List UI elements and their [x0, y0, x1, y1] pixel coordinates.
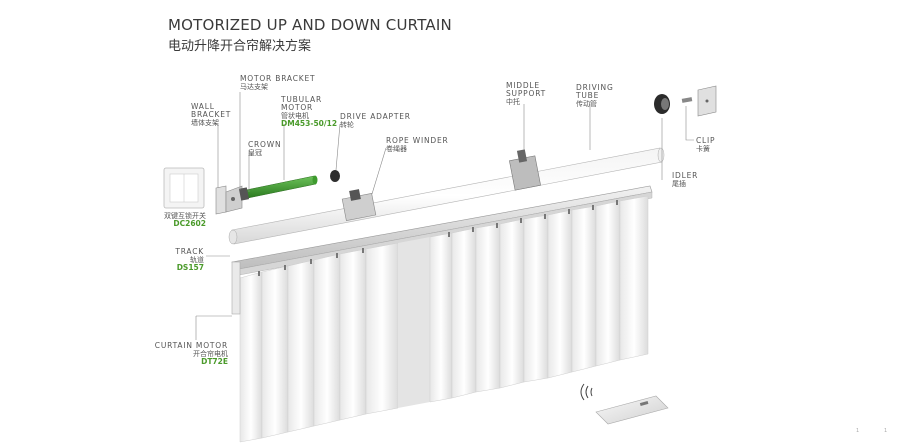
label-idler: IDLER 尾插 [672, 171, 699, 189]
curtain-motor [231, 261, 241, 315]
wall-bracket [215, 185, 243, 215]
end-bracket [697, 85, 717, 117]
title-english: MOTORIZED UP AND DOWN CURTAIN [168, 16, 452, 34]
clip [681, 97, 693, 103]
page-mark-1: 1 [856, 428, 860, 434]
remote-control [580, 383, 669, 425]
curtain-panel [231, 185, 653, 443]
page-mark-2: 1 [884, 428, 888, 434]
label-wall-bracket: WALL BRACKET 墙体支架 [191, 102, 232, 128]
wall-switch [163, 167, 205, 209]
label-curtain-motor: CURTAIN MOTOR 开合帘电机 DT72E [154, 341, 228, 366]
label-drive-adapter: DRIVE ADAPTER 转轮 [340, 112, 411, 130]
label-clip: CLIP 卡簧 [696, 136, 716, 154]
label-tubular-motor: TUBULAR MOTOR 管状电机 DM453-50/12 [281, 95, 338, 128]
curtain-right [429, 195, 649, 403]
label-track: TRACK 轨道 DS157 [175, 247, 204, 272]
title-block: MOTORIZED UP AND DOWN CURTAIN 电动升降开合帘解决方… [168, 16, 452, 54]
label-motor-bracket: MOTOR BRACKET 马达支架 [240, 74, 316, 92]
label-switch: 双键互锁开关 DC2602 [164, 212, 206, 228]
middle-support [509, 149, 541, 191]
label-middle-support: MIDDLE SUPPORT 中托 [506, 81, 547, 107]
idler [654, 94, 670, 114]
drive-adapter [330, 170, 340, 182]
label-crown: CROWN 皇冠 [248, 140, 282, 158]
leader-lines [195, 92, 694, 340]
rope-winder [341, 189, 377, 222]
title-chinese: 电动升降开合帘解决方案 [168, 39, 312, 54]
label-driving-tube: DRIVING TUBE 传动管 [576, 83, 614, 109]
curtain-left [239, 242, 399, 443]
label-rope-winder: ROPE WINDER 卷绳器 [386, 136, 449, 154]
tubular-motor [238, 175, 318, 201]
